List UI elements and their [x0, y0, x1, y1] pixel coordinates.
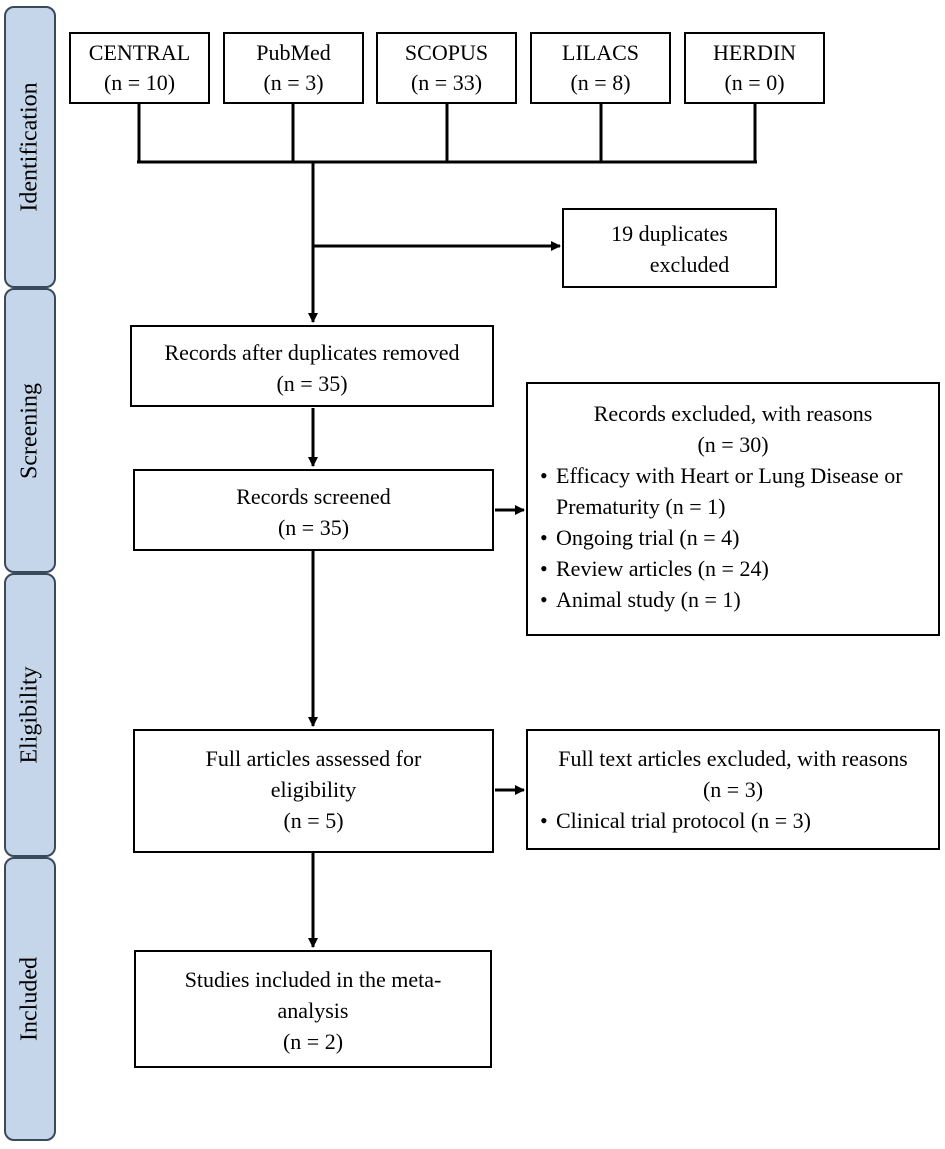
full-text-excluded-reasons: Clinical trial protocol (n = 3)	[538, 805, 938, 836]
studies-included-count: (n = 2)	[282, 1029, 344, 1054]
records-excluded-box: Records excluded, with reasons (n = 30) …	[526, 382, 940, 636]
database-box-central: CENTRAL (n = 10)	[69, 32, 210, 104]
full-articles-box: Full articles assessed for eligibility (…	[133, 729, 494, 853]
database-count: (n = 10)	[103, 70, 176, 95]
records-screened-title: Records screened	[236, 484, 391, 509]
studies-included-box: Studies included in the meta- analysis (…	[134, 950, 492, 1068]
full-articles-line1: Full articles assessed for	[205, 746, 422, 771]
database-count: (n = 3)	[263, 70, 324, 95]
stage-label: Screening	[16, 382, 43, 479]
reason-item: Efficacy with Heart or Lung Disease or P…	[538, 460, 938, 522]
duplicates-line1: 19 duplicates	[611, 221, 728, 246]
database-name: CENTRAL	[88, 40, 191, 65]
stage-included: Included	[4, 857, 56, 1141]
full-text-excluded-count: (n = 3)	[702, 777, 764, 802]
database-box-herdin: HERDIN (n = 0)	[684, 32, 825, 104]
reason-item: Review articles (n = 24)	[538, 553, 938, 584]
database-name: PubMed	[256, 40, 331, 65]
database-name: LILACS	[562, 40, 639, 65]
after-duplicates-count: (n = 35)	[276, 371, 348, 396]
database-box-scopus: SCOPUS (n = 33)	[376, 32, 517, 104]
database-count: (n = 33)	[410, 70, 483, 95]
reason-item: Ongoing trial (n = 4)	[538, 522, 938, 553]
records-excluded-reasons: Efficacy with Heart or Lung Disease or P…	[538, 460, 938, 615]
stage-eligibility: Eligibility	[4, 573, 56, 857]
stage-label: Eligibility	[16, 666, 43, 764]
full-text-excluded-box: Full text articles excluded, with reason…	[526, 729, 940, 850]
stage-identification: Identification	[4, 6, 56, 288]
records-screened-count: (n = 35)	[277, 515, 350, 540]
database-name: HERDIN	[712, 40, 797, 65]
studies-included-line2: analysis	[277, 998, 349, 1023]
reason-item: Clinical trial protocol (n = 3)	[538, 805, 938, 836]
reason-item: Animal study (n = 1)	[538, 584, 938, 615]
stage-label: Identification	[16, 82, 43, 212]
records-excluded-title: Records excluded, with reasons	[593, 401, 873, 426]
database-box-lilacs: LILACS (n = 8)	[530, 32, 671, 104]
after-duplicates-box: Records after duplicates removed (n = 35…	[130, 325, 494, 407]
full-articles-count: (n = 5)	[283, 808, 344, 833]
database-box-pubmed: PubMed (n = 3)	[223, 32, 364, 104]
duplicates-excluded-box: 19 duplicates excluded	[562, 208, 777, 288]
records-excluded-count: (n = 30)	[697, 432, 769, 457]
records-screened-box: Records screened (n = 35)	[133, 469, 494, 551]
database-count: (n = 8)	[570, 70, 631, 95]
studies-included-line1: Studies included in the meta-	[184, 967, 442, 992]
after-duplicates-title: Records after duplicates removed	[164, 340, 460, 365]
database-name: SCOPUS	[404, 40, 489, 65]
full-articles-line2: eligibility	[270, 777, 357, 802]
duplicates-line2: excluded	[649, 252, 730, 277]
stage-screening: Screening	[4, 288, 56, 573]
full-text-excluded-title: Full text articles excluded, with reason…	[558, 746, 908, 771]
database-count: (n = 0)	[724, 70, 785, 95]
stage-label: Included	[16, 957, 43, 1041]
